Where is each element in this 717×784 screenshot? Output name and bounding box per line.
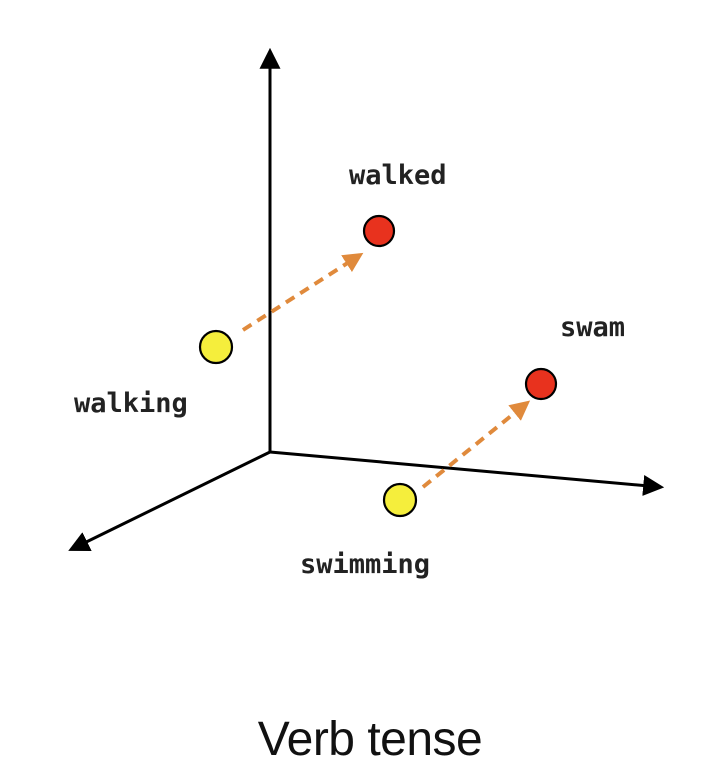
walking-point <box>198 329 234 365</box>
swimming-point <box>382 482 418 518</box>
caption: Verb tense <box>257 713 483 766</box>
walking-label: walking <box>74 388 188 419</box>
swam-label: swam <box>560 312 625 343</box>
x-axis <box>269 450 665 496</box>
walked-point <box>362 214 396 248</box>
swam-point <box>524 367 558 401</box>
walked-label: walked <box>349 160 447 191</box>
swimming-to-swam-arrow <box>421 400 531 489</box>
swimming-label: swimming <box>300 549 430 580</box>
walking-to-walked-arrow <box>241 252 364 332</box>
z-axis <box>68 450 271 552</box>
